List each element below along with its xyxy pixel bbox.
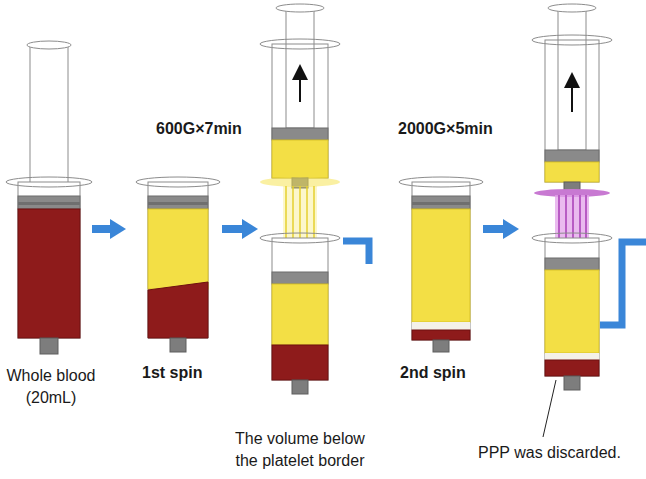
- transfer-syringe-top: [260, 4, 340, 188]
- pull-arrow: [299, 72, 301, 102]
- transfer-syringe-bottom: [260, 233, 340, 394]
- whole-blood-syringe: [6, 41, 92, 354]
- second-spin-syringe: [399, 177, 483, 352]
- spin-setting: 2000G×5min: [398, 118, 493, 140]
- sample-label: Whole blood (20mL): [2, 365, 100, 409]
- flow-connector: [600, 242, 646, 325]
- flow-arrow: [483, 219, 519, 239]
- flow-connector: [343, 241, 369, 264]
- ppp-syringe-top: [532, 4, 612, 192]
- note-label: The volume below the platelet border: [224, 428, 376, 472]
- note-label: PPP was discarded.: [478, 442, 621, 464]
- spin-setting: 600G×7min: [156, 118, 242, 140]
- leader-line: [543, 380, 556, 437]
- first-spin-syringe: [136, 177, 220, 352]
- yellow-connector: [260, 177, 340, 238]
- pink-connector: [534, 189, 610, 238]
- ppp-syringe-bottom: [532, 233, 612, 390]
- step-label: 2nd spin: [400, 362, 466, 384]
- flow-arrow: [222, 219, 258, 239]
- flow-arrow: [92, 219, 126, 239]
- pull-arrow: [571, 80, 573, 112]
- step-label: 1st spin: [142, 362, 202, 384]
